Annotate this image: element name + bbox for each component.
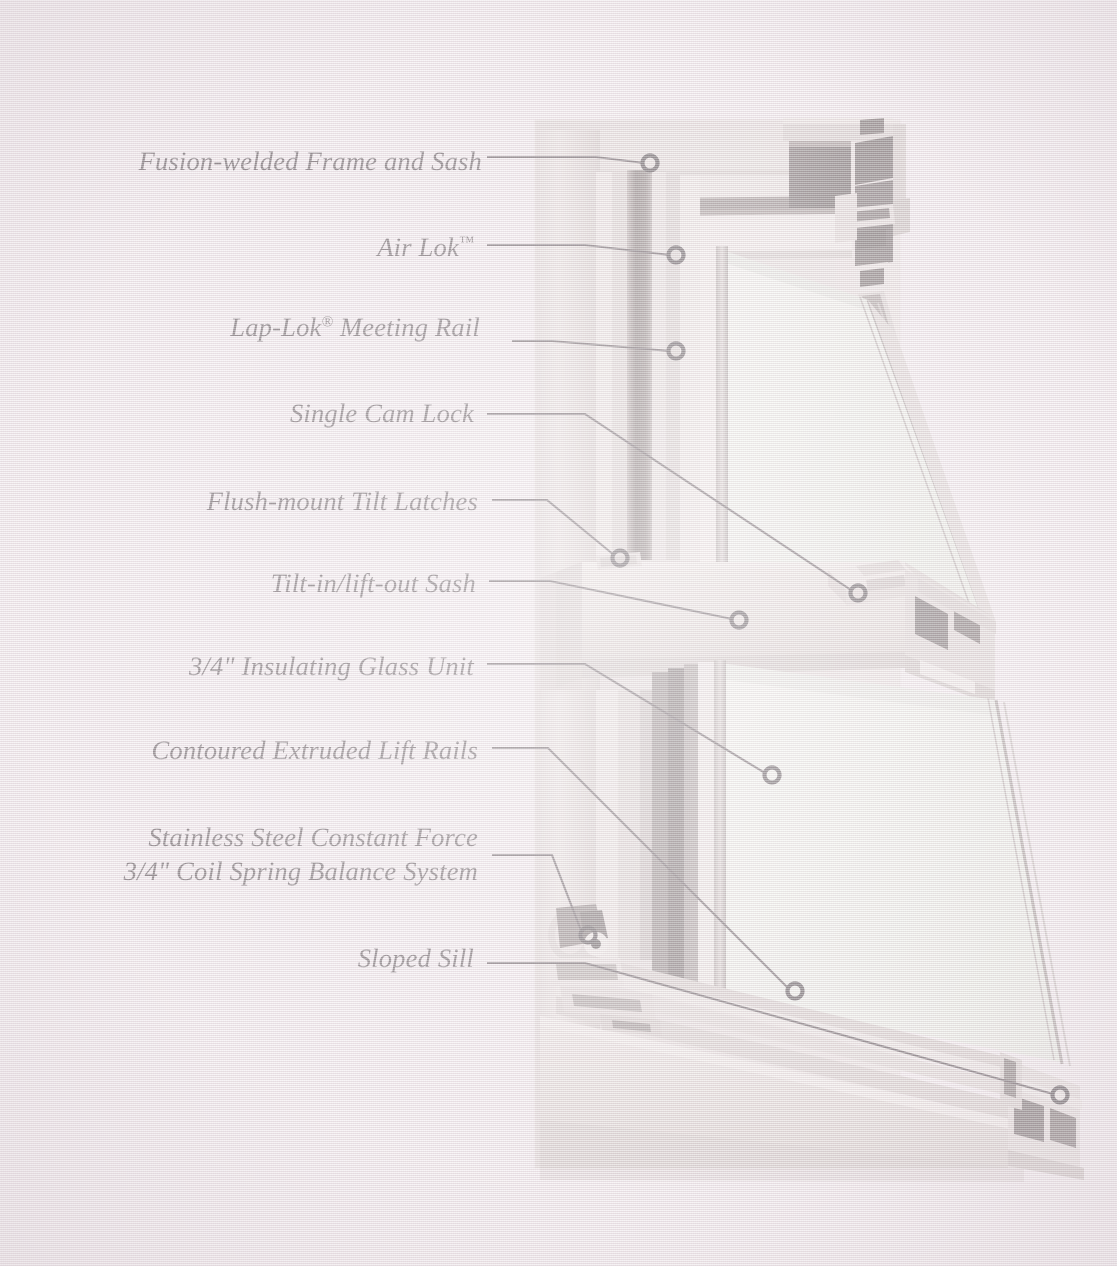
callout-label-flush-mount-tilt-latches: Flush-mount Tilt Latches bbox=[207, 484, 478, 518]
callout-text-line1: Stainless Steel Constant Force bbox=[148, 822, 478, 852]
callout-text: Fusion-welded Frame and Sash bbox=[138, 146, 482, 176]
callout-label-tilt-in-lift-out-sash: Tilt-in/lift-out Sash bbox=[271, 566, 476, 600]
callout-text: Contoured Extruded Lift Rails bbox=[151, 735, 478, 765]
callout-label-insulating-glass-unit: 3/4" Insulating Glass Unit bbox=[189, 649, 474, 683]
trademark-symbol: ™ bbox=[458, 233, 474, 251]
callout-text: 3/4" Insulating Glass Unit bbox=[188, 651, 474, 681]
callout-text: Lap-Lok bbox=[230, 312, 322, 342]
sill-cutaway-profile bbox=[1000, 1052, 1084, 1180]
callout-label-air-lok: Air Lok™ bbox=[377, 230, 474, 264]
callout-label-lap-lok-meeting-rail: Lap-Lok® Meeting Rail bbox=[230, 310, 480, 344]
registered-symbol: ® bbox=[321, 313, 334, 331]
callout-text: Flush-mount Tilt Latches bbox=[206, 486, 478, 516]
callout-text: Sloped Sill bbox=[357, 943, 474, 973]
callout-label-contoured-extruded-lift-rails: Contoured Extruded Lift Rails bbox=[152, 733, 479, 767]
callout-text-line2: 3/4" Coil Spring Balance System bbox=[123, 856, 478, 887]
callout-text: Air Lok bbox=[377, 232, 459, 262]
callout-text: Single Cam Lock bbox=[289, 398, 474, 428]
callout-text-suffix: Meeting Rail bbox=[333, 312, 480, 342]
callout-label-single-cam-lock: Single Cam Lock bbox=[290, 396, 474, 430]
callout-text: Tilt-in/lift-out Sash bbox=[270, 568, 476, 598]
callout-label-sloped-sill: Sloped Sill bbox=[358, 941, 474, 975]
callout-label-coil-spring-balance-system: Stainless Steel Constant Force 3/4" Coil… bbox=[124, 820, 478, 889]
callout-label-fusion-welded-frame-and-sash: Fusion-welded Frame and Sash bbox=[139, 144, 482, 178]
